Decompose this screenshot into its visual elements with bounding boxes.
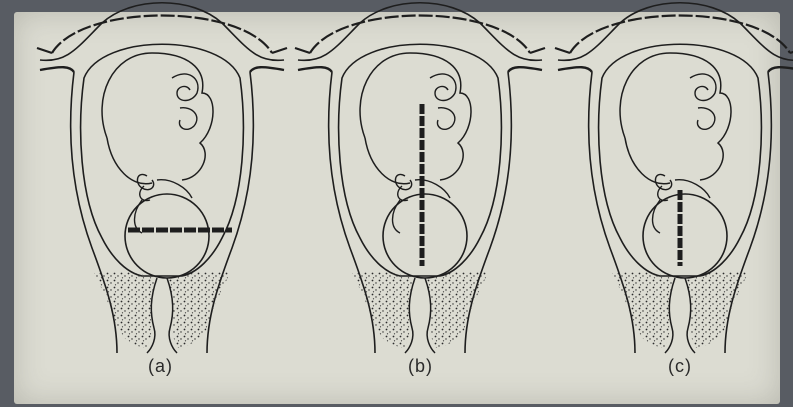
panel-c xyxy=(555,3,793,353)
panel-label-a: (a) xyxy=(148,356,173,377)
panel-label-b: (b) xyxy=(408,356,433,377)
panel-label-c: (c) xyxy=(668,356,692,377)
panel-b xyxy=(295,3,545,353)
panel-a xyxy=(37,3,287,353)
